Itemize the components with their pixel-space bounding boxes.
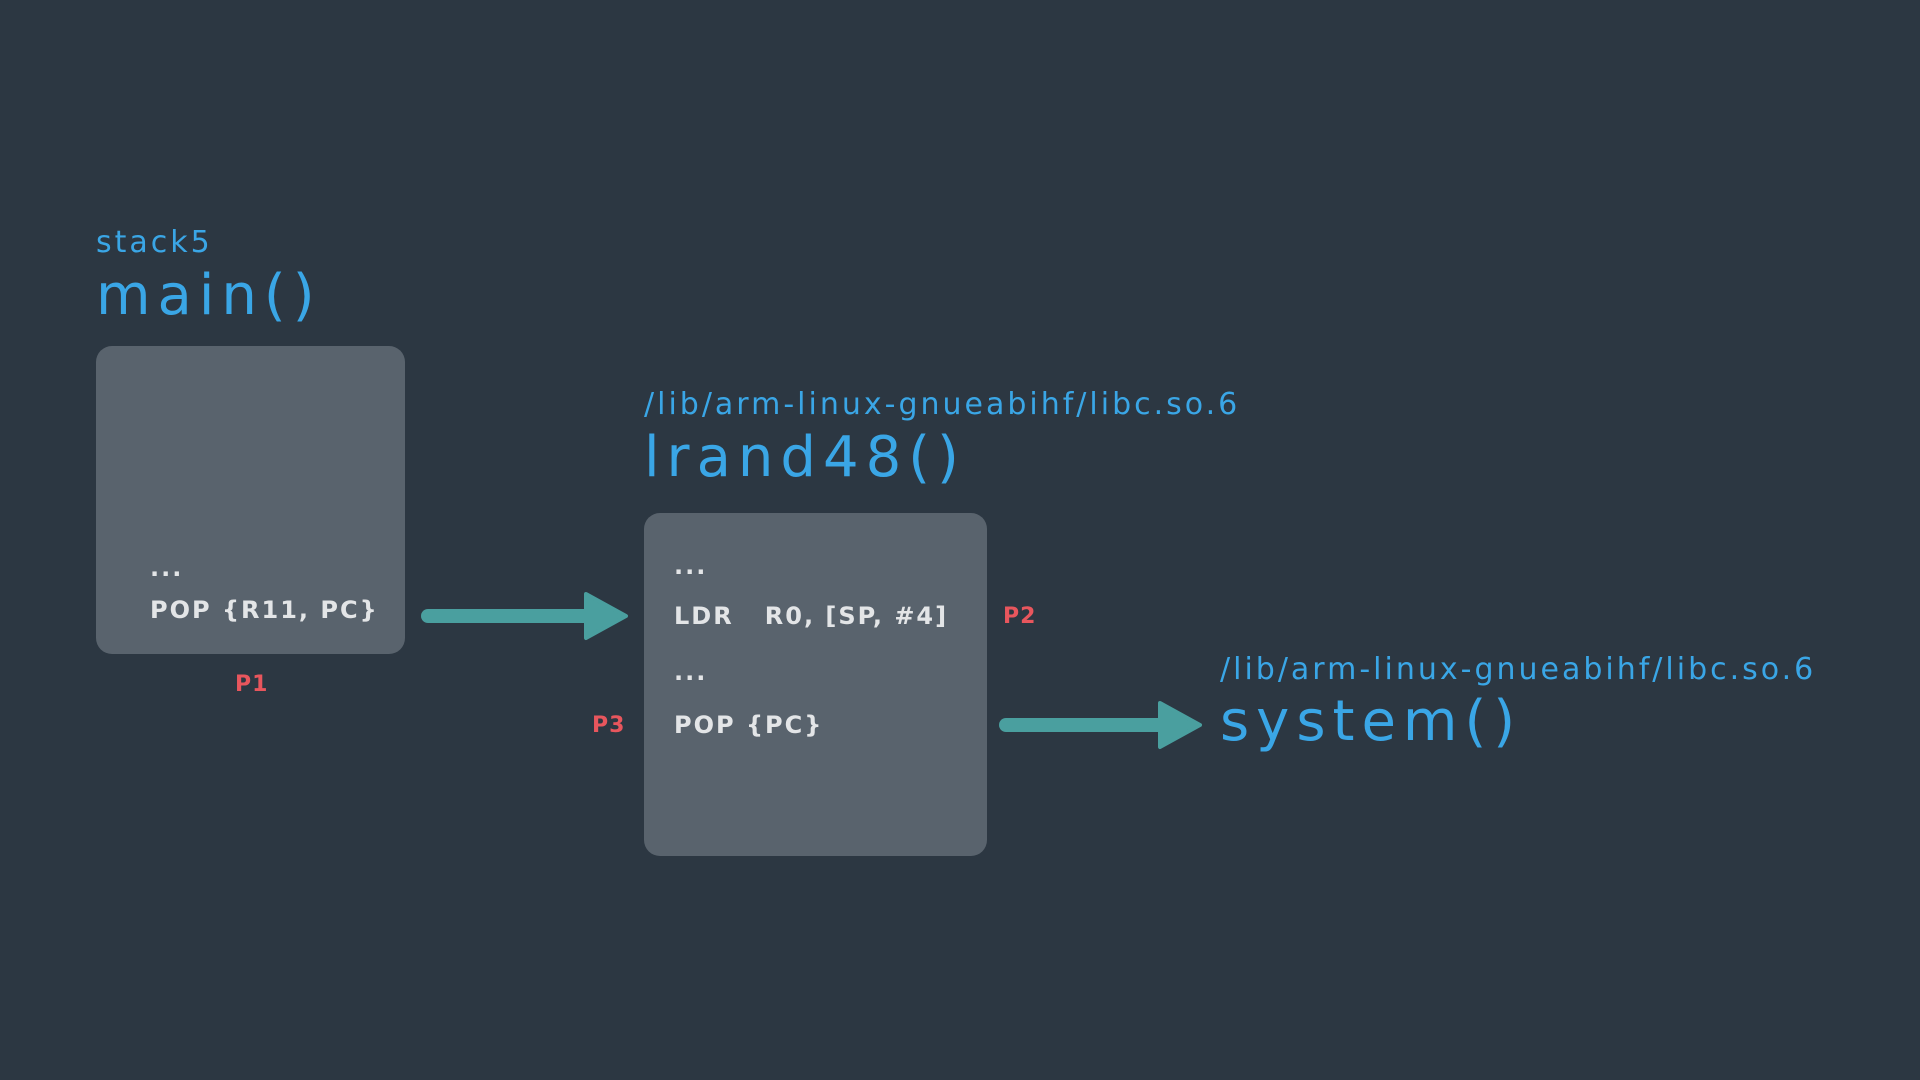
marker-p3: P3 bbox=[592, 713, 626, 738]
main-code-ellipsis: ... bbox=[150, 554, 184, 582]
marker-p2: P2 bbox=[1003, 604, 1037, 629]
system-function-title: system() bbox=[1220, 689, 1523, 754]
lrand48-code-ldr: LDR R0, [SP, #4] bbox=[674, 602, 949, 630]
lrand48-library-label: /lib/arm-linux-gnueabihf/libc.so.6 bbox=[644, 387, 1241, 422]
lrand48-code-box bbox=[644, 513, 987, 856]
system-library-label: /lib/arm-linux-gnueabihf/libc.so.6 bbox=[1220, 652, 1817, 687]
lrand48-code-ellipsis-top: ... bbox=[674, 552, 708, 580]
lrand48-code-pop: POP {PC} bbox=[674, 711, 824, 739]
arrow-lrand48-to-system bbox=[999, 701, 1202, 749]
main-code-pop: POP {R11, PC} bbox=[150, 596, 379, 624]
main-code-box bbox=[96, 346, 405, 654]
lrand48-function-title: lrand48() bbox=[644, 425, 966, 490]
arrow-main-to-lrand48 bbox=[421, 592, 628, 640]
lrand48-code-ellipsis-mid: ... bbox=[674, 658, 708, 686]
marker-p1: P1 bbox=[235, 672, 269, 697]
main-library-label: stack5 bbox=[96, 225, 213, 260]
main-function-title: main() bbox=[96, 263, 322, 328]
